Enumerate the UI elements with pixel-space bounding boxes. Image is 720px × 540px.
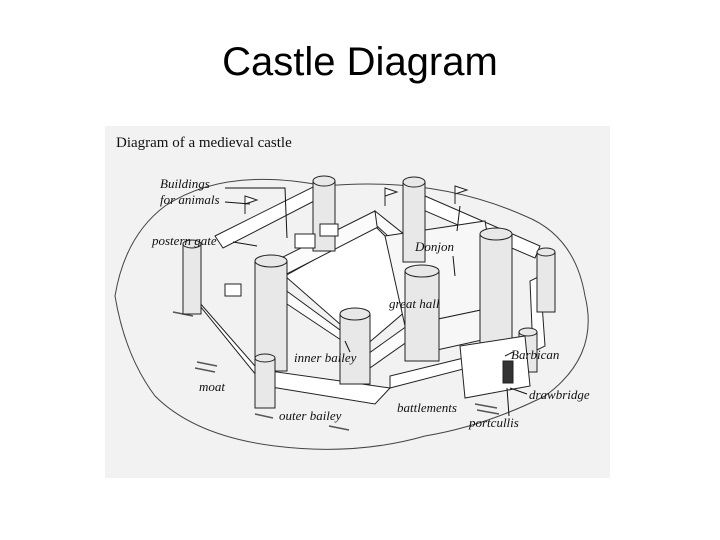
slide-title: Castle Diagram: [222, 40, 498, 84]
label-buildings-line2: for animals: [160, 192, 220, 207]
animal-buildings: [224, 223, 339, 297]
label-moat: moat: [199, 379, 225, 394]
barbican: [459, 335, 531, 399]
label-donjon: Donjon: [415, 239, 454, 254]
label-outer-bailey: outer bailey: [279, 408, 342, 423]
label-drawbridge: drawbridge: [529, 387, 590, 402]
towers: [182, 175, 556, 409]
leader-lines: [224, 187, 528, 417]
castle-diagram-figure: Diagram of a medieval castle Buildings f…: [105, 126, 610, 478]
figure-title: Diagram of a medieval castle: [116, 135, 292, 151]
moat-outline: [114, 178, 589, 450]
label-buildings-line1: Buildings: [160, 176, 210, 191]
label-battlements: battlements: [397, 400, 457, 415]
castle-illustration: [114, 175, 589, 450]
label-inner-bailey: inner bailey: [294, 350, 357, 365]
moat-water: [172, 311, 500, 431]
label-portcullis: portcullis: [469, 415, 519, 430]
flags: [244, 185, 469, 214]
label-great-hall: great hall: [389, 296, 440, 311]
label-postern-gate: postern gate: [152, 233, 217, 248]
label-barbican: Barbican: [511, 347, 560, 362]
